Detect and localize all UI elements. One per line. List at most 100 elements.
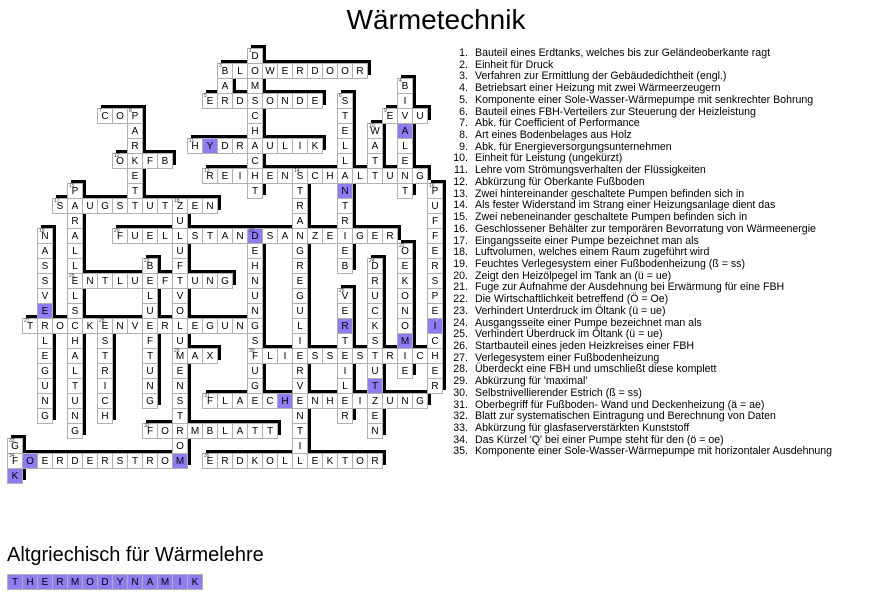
solution-cell[interactable]: I xyxy=(172,574,188,590)
grid-cell[interactable]: C xyxy=(412,348,428,364)
grid-cell-highlighted[interactable]: H xyxy=(277,393,293,409)
grid-cell[interactable]: O xyxy=(112,108,128,124)
solution-cell[interactable]: O xyxy=(82,574,98,590)
grid-cell[interactable]: W xyxy=(262,63,278,79)
grid-cell[interactable]: R xyxy=(292,198,308,214)
grid-cell[interactable]: H xyxy=(67,333,83,349)
grid-cell[interactable]: N xyxy=(82,273,98,289)
grid-cell[interactable]: G xyxy=(97,198,113,214)
grid-cell[interactable]: E xyxy=(37,453,53,469)
grid-cell[interactable]: I xyxy=(232,168,248,184)
grid-cell[interactable]: O xyxy=(247,63,263,79)
grid-cell[interactable]: U xyxy=(67,393,83,409)
grid-cell[interactable]: R xyxy=(427,378,443,394)
grid-cell[interactable]: K xyxy=(247,453,263,469)
grid-cell[interactable]: N xyxy=(202,273,218,289)
grid-cell[interactable]: E xyxy=(307,93,323,109)
grid-cell[interactable]: A xyxy=(337,168,353,184)
grid-cell[interactable]: U xyxy=(127,273,143,289)
grid-cell[interactable]: T xyxy=(172,273,188,289)
grid-cell[interactable]: I xyxy=(337,228,353,244)
solution-cell[interactable]: A xyxy=(142,574,158,590)
grid-cell[interactable]: B xyxy=(337,258,353,274)
grid-cell[interactable]: S xyxy=(37,273,53,289)
grid-cell[interactable]: S xyxy=(172,393,188,409)
grid-cell-highlighted[interactable]: E xyxy=(37,303,53,319)
grid-cell[interactable]: E xyxy=(172,363,188,379)
grid-cell[interactable]: T xyxy=(337,333,353,349)
grid-cell[interactable]: E xyxy=(262,168,278,184)
grid-cell[interactable]: R xyxy=(232,138,248,154)
grid-cell[interactable]: I xyxy=(337,363,353,379)
grid-cell[interactable]: E xyxy=(187,318,203,334)
grid-cell[interactable]: T xyxy=(247,423,263,439)
grid-cell[interactable]: O xyxy=(352,453,368,469)
grid-cell[interactable]: T xyxy=(367,153,383,169)
grid-cell[interactable]: U xyxy=(292,303,308,319)
grid-cell[interactable]: A xyxy=(187,348,203,364)
grid-cell[interactable]: R xyxy=(292,63,308,79)
solution-cell[interactable]: H xyxy=(22,574,38,590)
grid-cell[interactable]: T xyxy=(247,183,263,199)
grid-cell[interactable]: F xyxy=(172,258,188,274)
grid-cell[interactable]: H xyxy=(427,348,443,364)
grid-cell[interactable]: T xyxy=(67,378,83,394)
grid-cell[interactable]: R xyxy=(97,453,113,469)
grid-cell[interactable]: S xyxy=(247,93,263,109)
grid-cell[interactable]: O xyxy=(337,63,353,79)
grid-cell[interactable]: L xyxy=(37,333,53,349)
grid-cell[interactable]: E xyxy=(217,168,233,184)
grid-cell[interactable]: K xyxy=(322,453,338,469)
grid-cell[interactable]: U xyxy=(382,393,398,409)
grid-cell[interactable]: N xyxy=(277,93,293,109)
grid-cell[interactable]: H xyxy=(247,123,263,139)
grid-cell[interactable]: U xyxy=(82,198,98,214)
grid-cell[interactable]: P xyxy=(427,288,443,304)
grid-cell[interactable]: S xyxy=(187,228,203,244)
grid-cell[interactable]: R xyxy=(97,363,113,379)
grid-cell[interactable]: G xyxy=(142,393,158,409)
grid-cell[interactable]: T xyxy=(97,273,113,289)
grid-cell[interactable]: N xyxy=(397,303,413,319)
grid-cell[interactable]: R xyxy=(52,453,68,469)
grid-cell[interactable]: G xyxy=(292,288,308,304)
grid-cell[interactable]: R xyxy=(217,453,233,469)
grid-cell[interactable]: E xyxy=(142,318,158,334)
grid-cell[interactable]: L xyxy=(277,138,293,154)
grid-cell[interactable]: U xyxy=(187,273,203,289)
grid-cell[interactable]: L xyxy=(157,228,173,244)
grid-cell[interactable]: O xyxy=(172,438,188,454)
grid-cell[interactable]: R xyxy=(337,213,353,229)
grid-cell[interactable]: N xyxy=(172,378,188,394)
grid-cell[interactable]: E xyxy=(127,168,143,184)
grid-cell[interactable]: T xyxy=(367,348,383,364)
grid-cell[interactable]: E xyxy=(277,63,293,79)
grid-cell[interactable]: D xyxy=(67,453,83,469)
grid-cell[interactable]: S xyxy=(112,453,128,469)
grid-cell[interactable]: C xyxy=(262,393,278,409)
solution-cell[interactable]: D xyxy=(97,574,113,590)
grid-cell[interactable]: I xyxy=(397,93,413,109)
grid-cell-highlighted[interactable]: T xyxy=(367,378,383,394)
grid-cell[interactable]: G xyxy=(37,363,53,379)
grid-cell[interactable]: N xyxy=(112,318,128,334)
grid-cell[interactable]: U xyxy=(142,198,158,214)
grid-cell[interactable]: L xyxy=(292,318,308,334)
grid-cell[interactable]: L xyxy=(337,153,353,169)
grid-cell[interactable]: T xyxy=(97,348,113,364)
grid-cell-highlighted[interactable]: M xyxy=(172,453,188,469)
solution-cell[interactable]: M xyxy=(157,574,173,590)
grid-cell[interactable]: R xyxy=(292,363,308,379)
grid-cell[interactable]: L xyxy=(232,63,248,79)
